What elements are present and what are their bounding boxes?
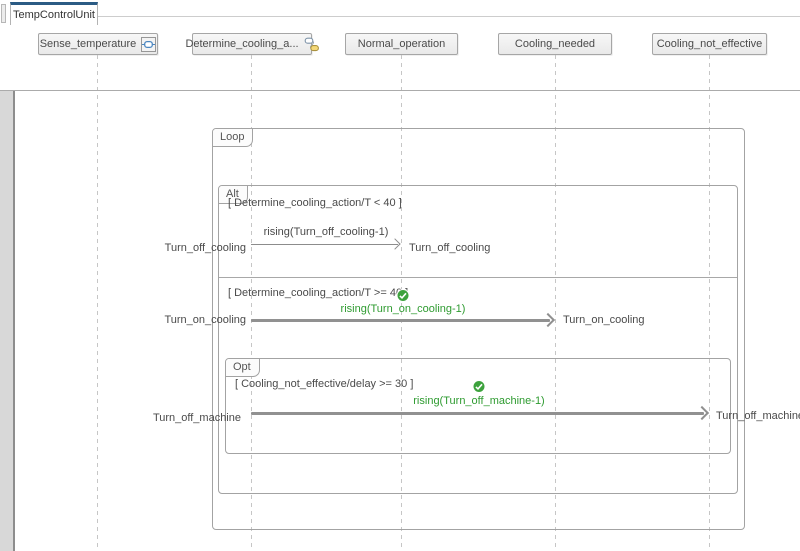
lifeline-cooling-needed[interactable] [555, 55, 556, 551]
lifeline-head-cooling-not-effective[interactable]: Cooling_not_effective [652, 33, 767, 55]
fragment-loop[interactable] [212, 128, 745, 530]
tab-tempcontrolunit[interactable]: TempControlUnit [10, 2, 98, 25]
tab-label: TempControlUnit [13, 9, 95, 21]
fragment-alt-operator[interactable]: Alt [219, 186, 248, 204]
lifeline-head-normal-operation[interactable]: Normal_operation [345, 33, 458, 55]
simulink-subsystem-icon [141, 36, 157, 52]
lifeline-cooling-not-effective[interactable] [709, 55, 710, 551]
opt-guard[interactable]: [ Cooling_not_effective/delay >= 30 ] [235, 378, 414, 390]
fragment-opt-operator[interactable]: Opt [226, 359, 260, 377]
lifeline-normal-operation[interactable] [401, 55, 402, 551]
message-arrow[interactable] [251, 319, 550, 322]
left-panel-splitter[interactable] [0, 91, 15, 551]
green-check-icon [396, 289, 410, 302]
stateflow-chart-icon [304, 37, 319, 52]
message-dest-event[interactable]: Turn_off_machine [716, 410, 800, 422]
fragment-opt[interactable] [225, 358, 731, 454]
lifeline-sense-temperature[interactable] [97, 55, 98, 551]
message-label[interactable]: rising(Turn_off_cooling-1) [263, 226, 389, 238]
message-source-event[interactable]: Turn_on_cooling [164, 314, 246, 326]
header-separator [0, 90, 800, 91]
panel-collapse-handle[interactable] [1, 4, 6, 23]
fragment-alt[interactable] [218, 185, 738, 494]
lifeline-label: Normal_operation [357, 38, 446, 50]
lifeline-head-sense-temperature[interactable]: Sense_temperature [38, 33, 158, 55]
message-dest-event[interactable]: Turn_on_cooling [563, 314, 645, 326]
message-source-event[interactable]: Turn_off_cooling [164, 242, 246, 254]
lifeline-head-cooling-needed[interactable]: Cooling_needed [498, 33, 612, 55]
lifeline-label: Cooling_not_effective [656, 38, 763, 50]
lifeline-label: Sense_temperature [39, 38, 137, 50]
message-dest-event[interactable]: Turn_off_cooling [409, 242, 491, 254]
message-label[interactable]: rising(Turn_on_cooling-1) [340, 303, 466, 315]
fragment-loop-operator[interactable]: Loop [213, 129, 254, 147]
document-tab-bar: TempControlUnit [0, 0, 800, 27]
message-source-event[interactable]: Turn_off_machine [152, 412, 241, 424]
lifeline-label: Determine_cooling_a... [185, 38, 299, 50]
green-check-icon [472, 380, 486, 393]
lifeline-label: Cooling_needed [514, 38, 596, 50]
lifeline-determine-cooling-action[interactable] [251, 55, 252, 551]
alt-guard-1[interactable]: [ Determine_cooling_action/T < 40 ] [228, 197, 402, 209]
message-label[interactable]: rising(Turn_off_machine-1) [413, 395, 545, 407]
message-arrow[interactable] [251, 412, 704, 415]
message-arrow[interactable] [251, 244, 398, 245]
alt-guard-2[interactable]: [ Determine_cooling_action/T >= 40 ] [228, 287, 409, 299]
tab-bar-divider [98, 16, 800, 17]
alt-section-divider [219, 277, 737, 278]
lifeline-head-determine-cooling-action[interactable]: Determine_cooling_a... [185, 33, 319, 55]
